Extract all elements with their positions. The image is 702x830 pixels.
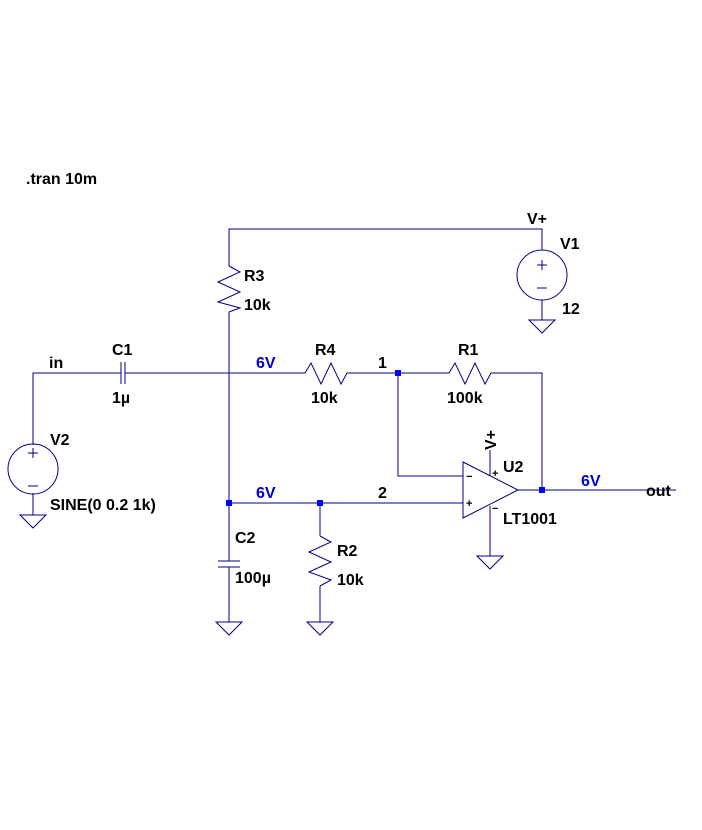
net-label-vplus-u2: V+ (483, 430, 500, 450)
ground-v2 (18, 514, 48, 529)
v2-value: SINE(0 0.2 1k) (50, 497, 156, 514)
wire-r1-to-out (497, 372, 543, 490)
voltage-readout-c2-r2: 6V (256, 485, 276, 502)
r3-value: 10k (244, 297, 271, 314)
voltage-readout-r3-c1: 6V (256, 355, 276, 372)
ground-v1 (527, 319, 557, 334)
c2-name: C2 (235, 530, 256, 547)
c2-value: 100µ (235, 570, 271, 587)
c1-name: C1 (112, 342, 133, 359)
wire-vplus-rail (228, 228, 543, 260)
r4-value: 10k (311, 390, 338, 407)
capacitor-c1[interactable]: C1 1µ (112, 342, 133, 407)
resistor-r4[interactable]: R4 10k (299, 342, 353, 407)
junction-out (539, 487, 545, 493)
net-label-in: in (49, 355, 63, 372)
v1-name: V1 (560, 236, 580, 253)
v2-name: V2 (50, 432, 70, 449)
voltage-source-v2[interactable]: V2 SINE(0 0.2 1k) (7, 432, 156, 514)
u2-name: U2 (503, 459, 524, 476)
wires (32, 228, 676, 622)
voltage-source-v1[interactable]: V1 12 (516, 236, 580, 320)
u2-supply-minus-sign: − (492, 503, 498, 515)
resistor-r1[interactable]: R1 100k (443, 342, 497, 407)
junction-node2 (317, 500, 323, 506)
r4-name: R4 (315, 342, 336, 359)
wire-in (32, 372, 116, 445)
wire-node1-to-inv (397, 373, 463, 477)
u2-inverting-sign: − (466, 471, 472, 483)
r3-name: R3 (244, 268, 265, 285)
resistor-r3[interactable]: R3 10k (216, 260, 271, 316)
ground-c2 (214, 621, 244, 636)
junction-node1 (395, 370, 401, 376)
tran-directive[interactable]: .tran 10m (26, 171, 97, 188)
r1-name: R1 (458, 342, 479, 359)
c1-value: 1µ (112, 390, 130, 407)
net-label-out: out (646, 483, 672, 500)
capacitor-c2[interactable]: C2 100µ (218, 530, 271, 587)
u2-noninverting-sign: + (466, 498, 472, 510)
opamp-u2[interactable]: − + + − U2 LT1001 (462, 459, 557, 528)
r2-name: R2 (337, 543, 358, 560)
u2-supply-plus-sign: + (492, 468, 498, 480)
r1-value: 100k (447, 390, 483, 407)
net-label-2: 2 (378, 485, 387, 502)
resistor-r2[interactable]: R2 10k (307, 530, 364, 592)
net-label-1: 1 (378, 355, 387, 372)
ground-r2 (305, 621, 335, 636)
v1-value: 12 (562, 301, 580, 318)
junction-c2-node (226, 500, 232, 506)
u2-value: LT1001 (503, 511, 557, 528)
net-label-vplus-v1: V+ (527, 211, 547, 228)
r2-value: 10k (337, 572, 364, 589)
ground-u2 (475, 555, 505, 570)
voltage-readout-out: 6V (581, 473, 601, 490)
